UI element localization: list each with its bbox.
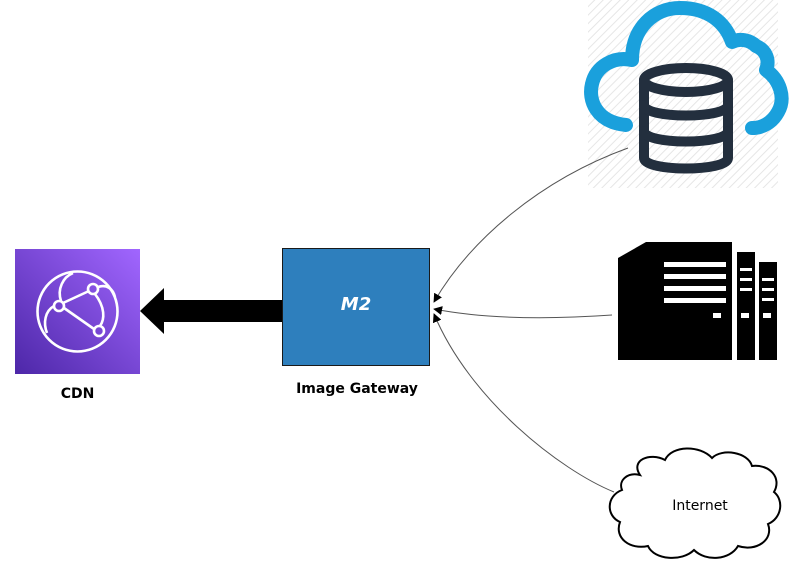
- gateway-to-cdn-arrow: [140, 288, 284, 334]
- image-gateway-node: M2: [282, 248, 430, 366]
- connector-cloud-database-to-gateway: [433, 147, 629, 303]
- internet-cloud-icon: [608, 447, 782, 559]
- image-gateway-label: Image Gateway: [296, 381, 418, 397]
- cloud-database-icon: [584, 1, 789, 174]
- internet-label: Internet: [672, 498, 728, 514]
- cloudfront-cdn-icon: [36, 270, 119, 353]
- gateway-code-label: M2: [340, 294, 372, 315]
- cdn-label: CDN: [60, 386, 95, 402]
- server-rack-icon: [618, 242, 777, 360]
- cdn-node: [15, 249, 140, 374]
- connector-server-rack-to-gateway: [433, 306, 613, 319]
- connector-internet-to-gateway: [432, 313, 615, 493]
